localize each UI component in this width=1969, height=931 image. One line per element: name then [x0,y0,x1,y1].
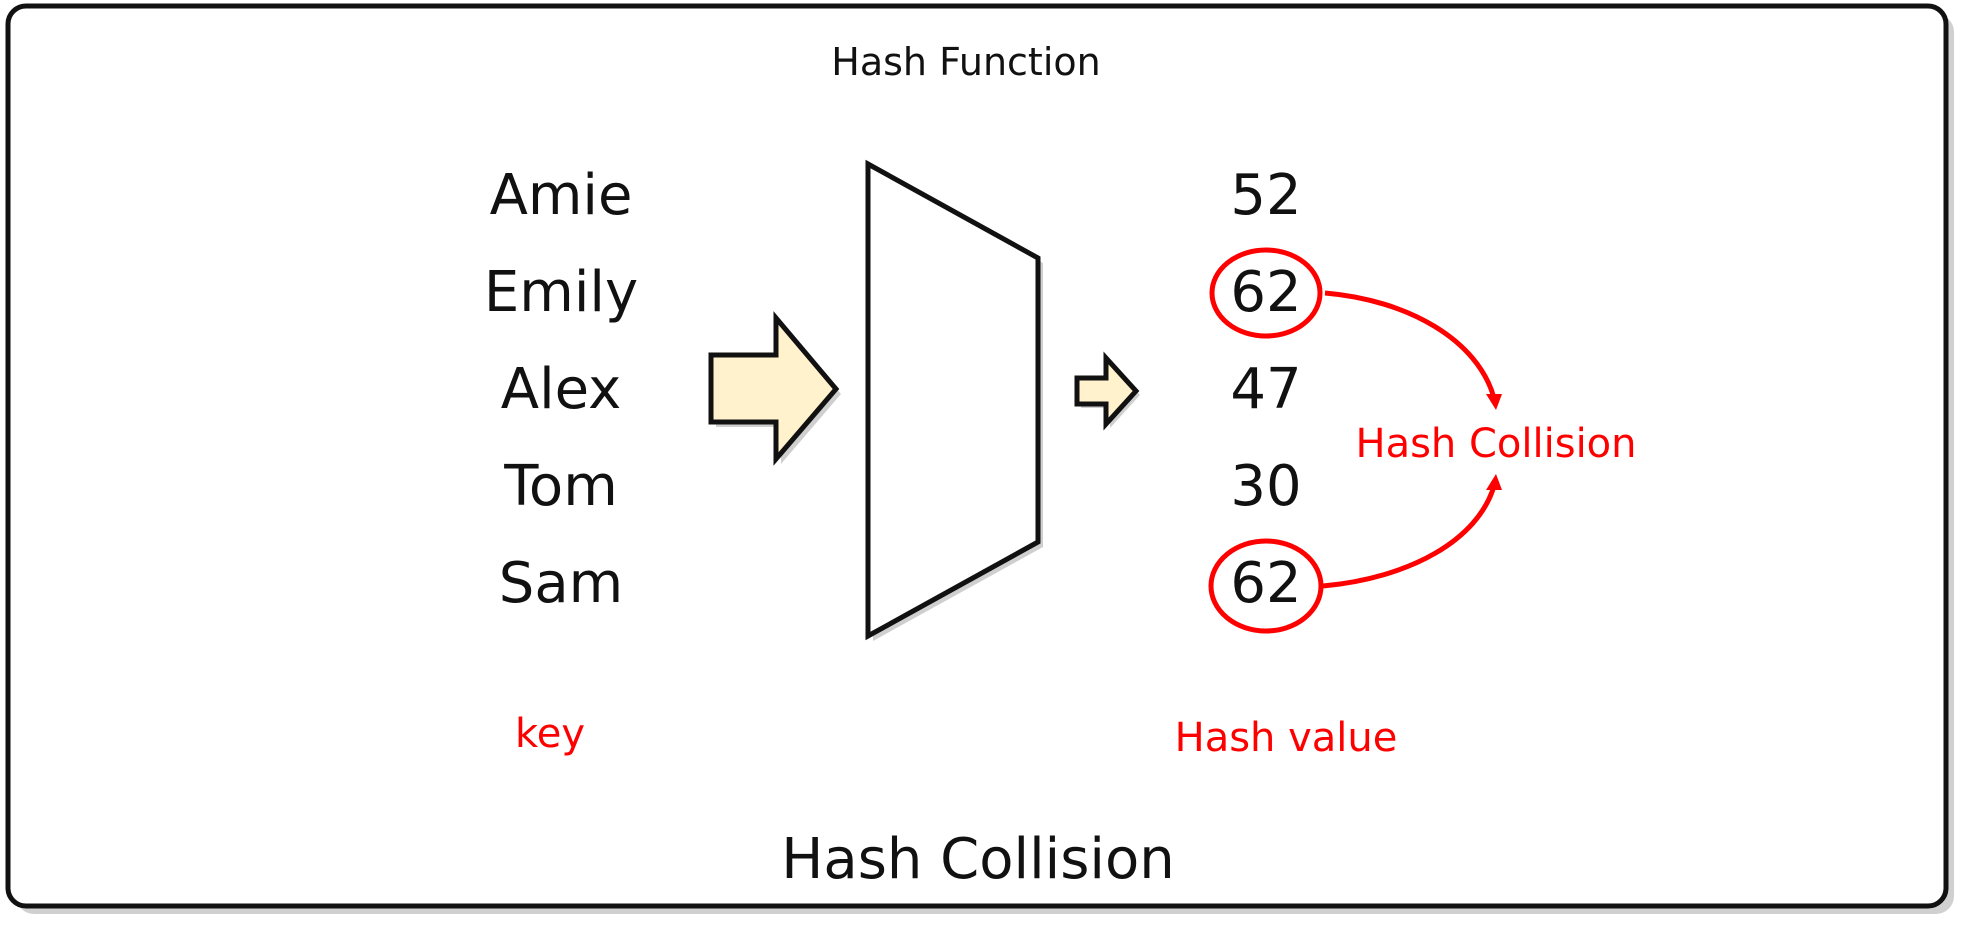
diagram-title: Hash Function [831,40,1101,84]
hash-value-tom: 30 [1230,454,1302,519]
collision-circle-sam [1208,538,1324,634]
hash-value-sam: 62 [1230,551,1302,616]
key-alex: Alex [500,357,622,422]
output-arrow [1074,351,1140,431]
key-emily: Emily [483,260,639,325]
hash-value-emily: 62 [1230,260,1302,325]
key-tom: Tom [504,454,618,519]
key-amie: Amie [489,163,633,228]
key-sam: Sam [498,551,624,616]
footer-title: Hash Collision [781,827,1175,892]
key-caption: key [514,711,586,757]
collision-arrow-bottom [1322,485,1497,589]
hash-value-amie: 52 [1230,163,1302,228]
input-arrow [708,311,840,466]
hash-value-alex: 47 [1230,357,1302,422]
collision-circle-emily [1209,247,1323,339]
hash-value-caption: Hash value [1174,715,1398,761]
collision-arrowhead-bottom [1486,474,1502,490]
collision-arrowhead-top [1486,394,1502,410]
hash-function-box [865,159,1041,641]
collision-label: Hash Collision [1355,421,1637,467]
collision-arrow-top [1324,290,1497,399]
